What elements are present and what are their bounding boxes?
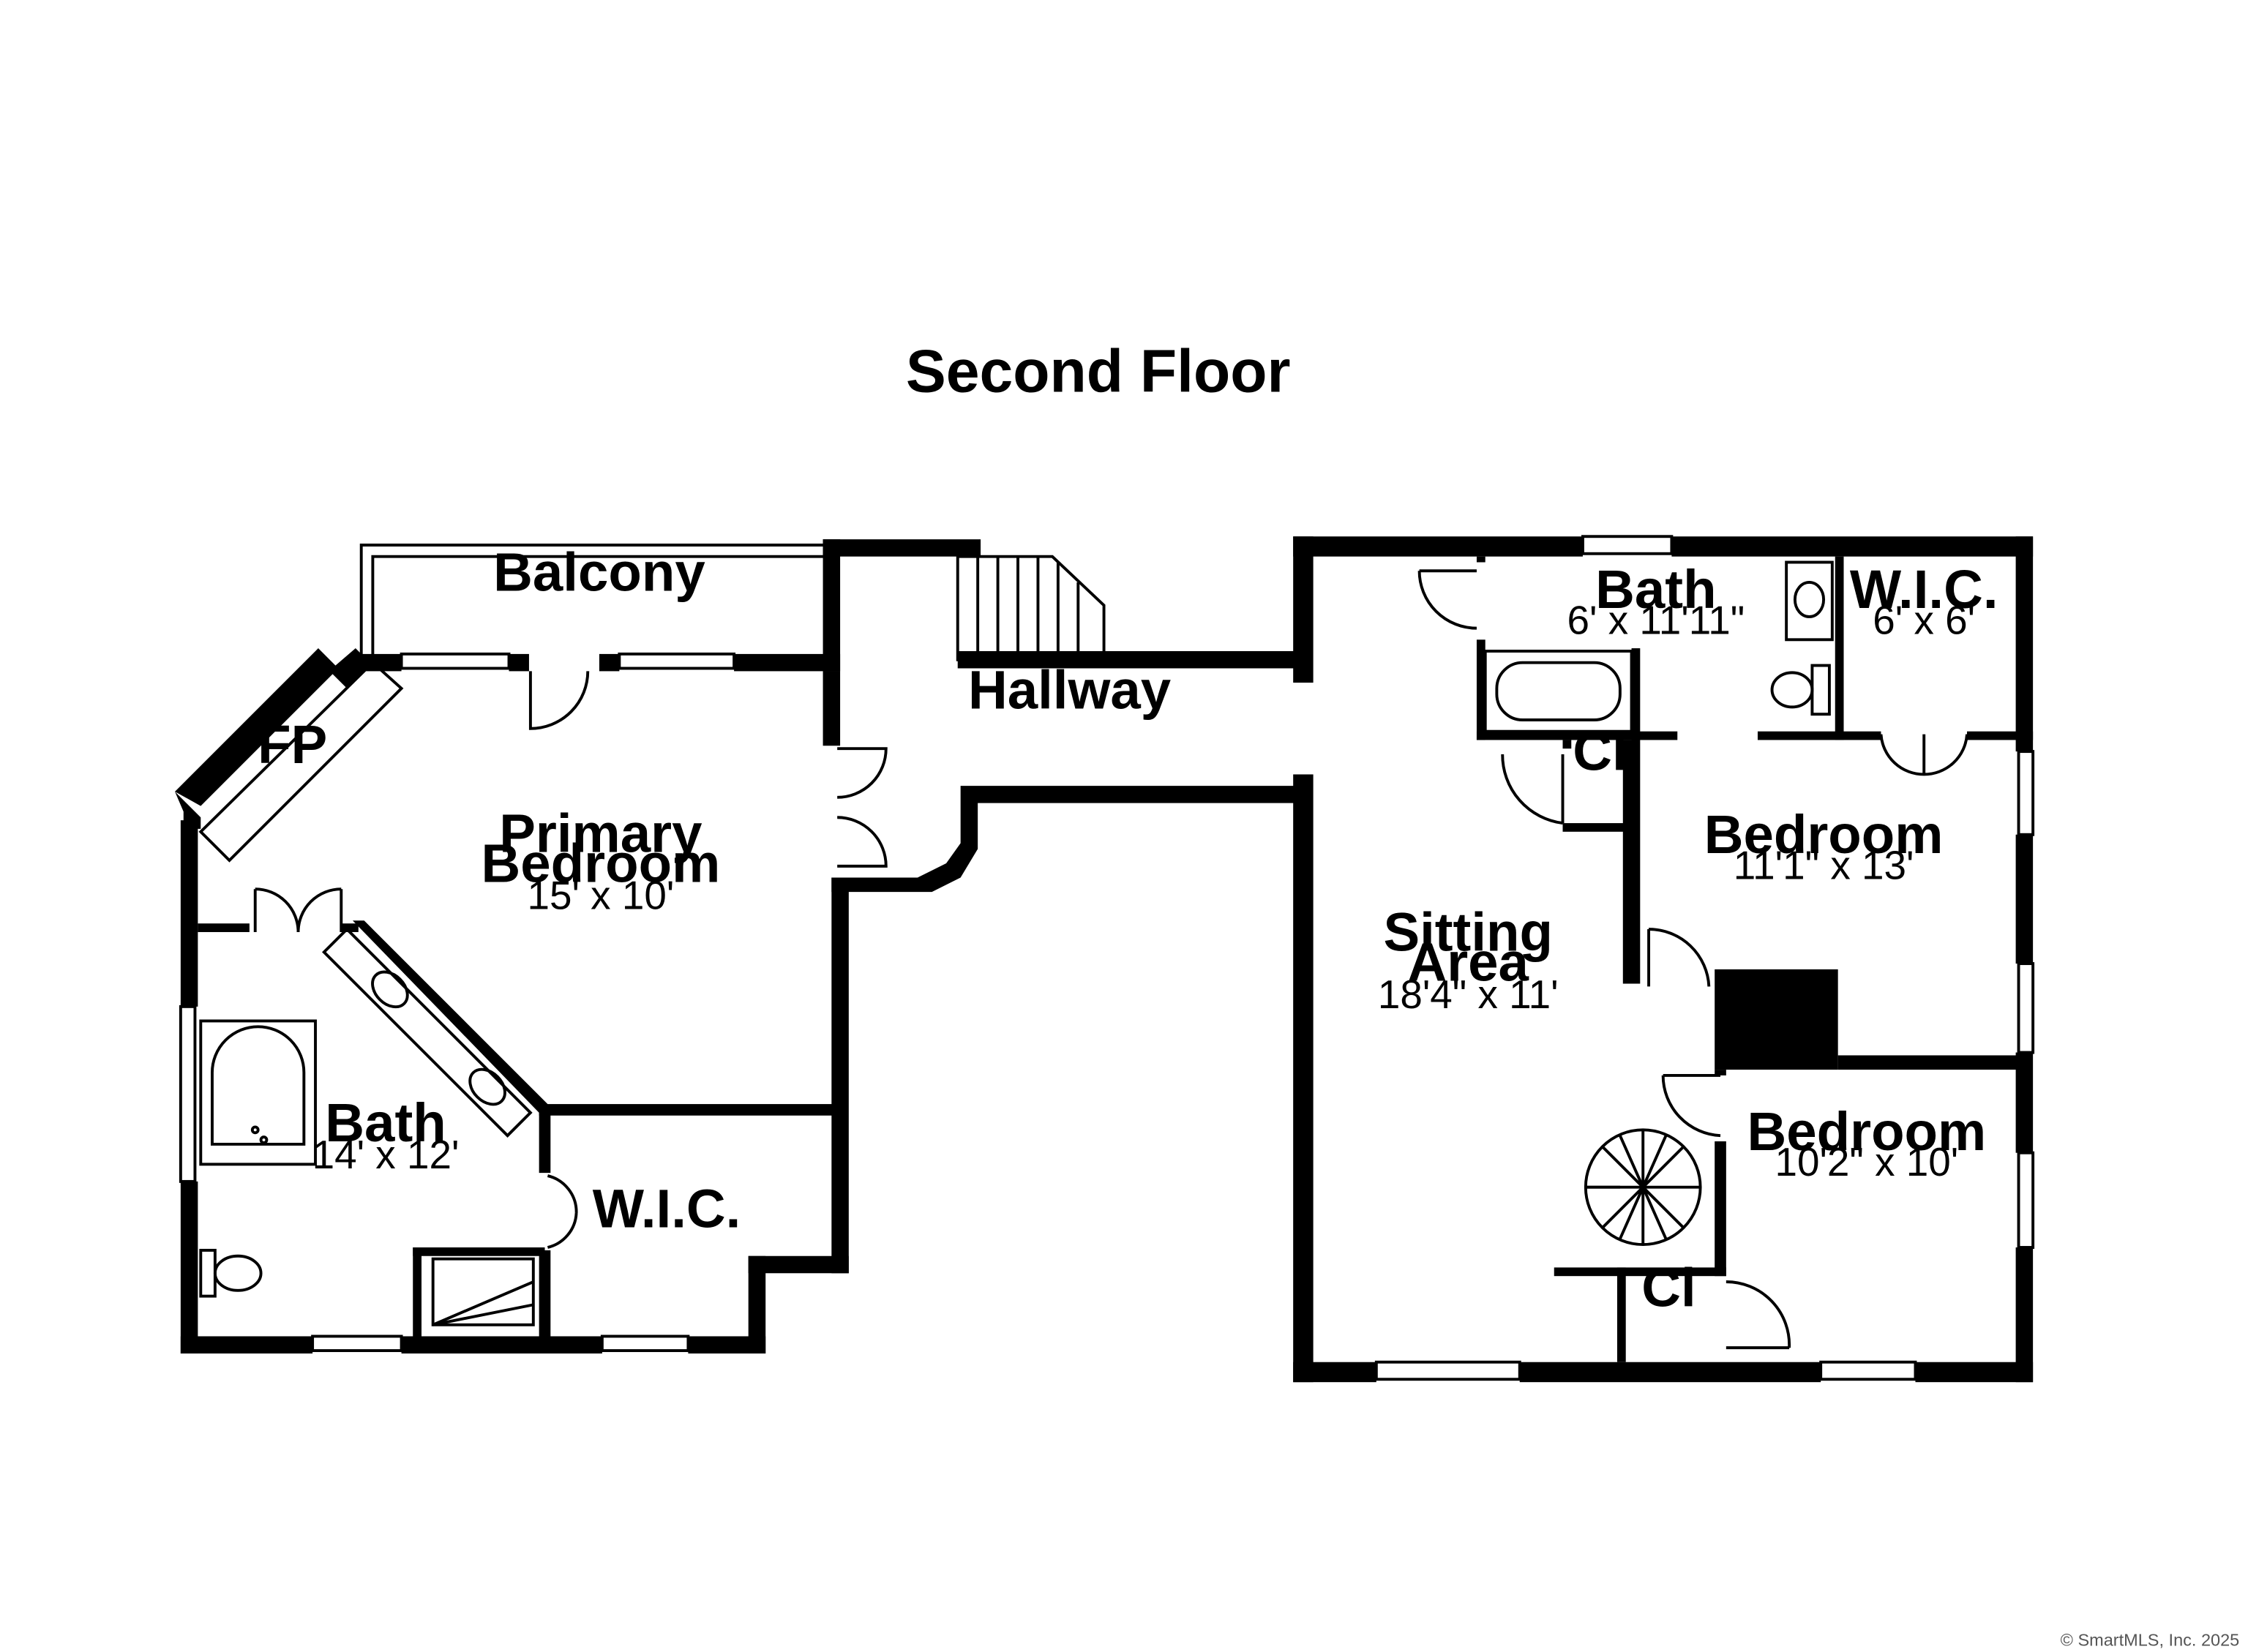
window — [1374, 1360, 1521, 1381]
room-dims-bedroom-1: 11'1" x 13' — [1734, 842, 1914, 887]
room-label-fp: FP — [258, 714, 327, 775]
right-wing-walls — [1293, 535, 2035, 1383]
room-label-balcony: Balcony — [493, 542, 705, 603]
room-label-primary-bedroom-2: Bedroom — [482, 833, 721, 893]
window — [2017, 1151, 2035, 1249]
window — [600, 1334, 690, 1353]
room-label-bedroom-1: Bedroom — [1704, 804, 1944, 865]
window — [1819, 1360, 1917, 1381]
window — [2017, 750, 2035, 836]
room-label-wic-small: W.I.C. — [1850, 559, 1998, 620]
room-label-sitting-area-1: Sitting — [1383, 901, 1553, 962]
left-wing-walls — [175, 539, 1308, 1353]
room-label-primary-bath: Bath — [325, 1092, 446, 1153]
floor-title: Second Floor — [906, 338, 1291, 405]
room-label-hall-bath: Bath — [1595, 559, 1716, 620]
copyright-notice: © SmartMLS, Inc. 2025 — [2061, 1631, 2240, 1650]
room-dims-wic-small: 6' x 6' — [1873, 597, 1975, 642]
room-label-closet-upper: Cl — [1573, 721, 1627, 782]
room-dims-primary-bath: 14' x 12' — [312, 1132, 460, 1177]
window — [179, 1005, 197, 1183]
room-label-primary-bedroom-1: Primary — [499, 803, 702, 863]
room-label-primary-wic: W.I.C. — [593, 1179, 741, 1239]
room-dims-primary-bedroom: 15' x 10' — [527, 873, 674, 918]
room-label-sitting-area-2: Area — [1407, 932, 1529, 993]
room-dims-hall-bath: 6' x 11'11" — [1567, 597, 1745, 642]
window — [2017, 962, 2035, 1054]
window — [311, 1334, 403, 1353]
room-label-closet-lower: Cl — [1641, 1257, 1696, 1318]
window — [400, 652, 511, 670]
window — [618, 652, 736, 670]
room-dims-bedroom-2: 10'2" x 10' — [1775, 1139, 1958, 1184]
room-label-hallway: Hallway — [968, 659, 1171, 720]
room-dims-sitting-area: 18'4" x 11' — [1378, 972, 1559, 1017]
window — [1581, 535, 1674, 555]
room-label-bedroom-2: Bedroom — [1747, 1101, 1986, 1162]
